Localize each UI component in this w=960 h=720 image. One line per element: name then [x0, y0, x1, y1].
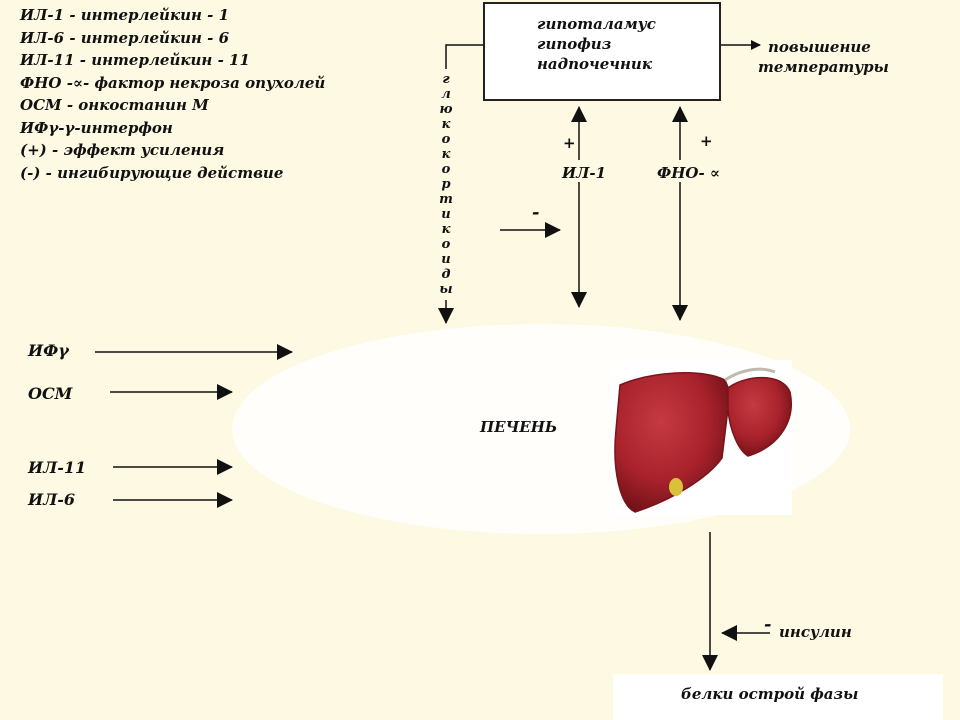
liver-label: ПЕЧЕНЬ	[480, 418, 558, 436]
gluco-letter: р	[441, 177, 451, 192]
box-line-pituitary: гипофиз	[537, 35, 612, 53]
input-label-il11: ИЛ-11	[28, 458, 87, 477]
gluco-connector	[445, 44, 483, 69]
legend-item-ifg: ИФγ-γ-интерфон	[20, 118, 173, 137]
gluco-letter: т	[439, 192, 453, 207]
gluco-letter: и	[441, 252, 451, 267]
gluco-letter: о	[441, 162, 451, 177]
gluco-letter: о	[441, 237, 451, 252]
gluco-letter: г	[442, 72, 450, 87]
il1-label: ИЛ-1	[562, 164, 607, 182]
plus-sign-tnf: +	[700, 132, 713, 150]
legend-item-tnf: ФНО -∝- фактор некроза опухолей	[20, 73, 326, 92]
insulin-label: инсулин	[779, 623, 852, 641]
input-label-osm: ОСМ	[28, 384, 73, 403]
legend-item-il11: ИЛ-11 - интерлейкин - 11	[20, 51, 250, 69]
gluco-letter: ю	[439, 102, 453, 117]
plus-sign-il1: +	[563, 134, 576, 152]
gluco-letter: и	[441, 207, 451, 222]
liver-ligament	[724, 367, 776, 382]
legend-item-plus: (+) - эффект усиления	[20, 141, 225, 159]
legend-item-minus: (-) - ингибирующие действие	[20, 163, 284, 182]
legend: ИЛ-1 - интерлейкин - 1 ИЛ-6 - интерлейки…	[20, 4, 325, 184]
gluco-letter: о	[441, 132, 451, 147]
legend-item-il1: ИЛ-1 - интерлейкин - 1	[20, 6, 230, 24]
legend-item-osm: ОСМ - онкостанин М	[20, 96, 209, 114]
gluco-letter: к	[441, 147, 451, 162]
output-label: белки острой фазы	[681, 685, 859, 703]
gluco-letter: д	[441, 267, 451, 282]
gluco-letter: л	[441, 87, 451, 102]
hypothalamus-box: гипоталамус гипофиз надпочечник	[483, 2, 721, 101]
box-line-adrenal: надпочечник	[537, 55, 652, 73]
gluco-letter: к	[441, 117, 451, 132]
gluco-letter: к	[441, 222, 451, 237]
liver-right-lobe	[614, 372, 731, 513]
legend-item-il6: ИЛ-6 - интерлейкин - 6	[20, 28, 230, 47]
output-box	[613, 674, 943, 720]
liver-left-lobe	[727, 376, 792, 457]
liver-image	[612, 360, 792, 515]
minus-sign-gluco: -	[532, 202, 540, 223]
gluco-letter: ы	[439, 282, 453, 297]
temperature-label-line2: температуры	[758, 58, 889, 76]
glucocorticoids-label: г л ю к о к о р т и к о и д ы	[436, 72, 456, 297]
input-label-il6: ИЛ-6	[28, 490, 76, 509]
minus-sign-insulin: -	[764, 614, 772, 635]
tnf-label: ФНО- ∝	[657, 164, 720, 182]
gallbladder	[669, 478, 683, 496]
box-line-hypothalamus: гипоталамус	[537, 15, 656, 33]
input-label-ifg: ИФγ	[28, 341, 69, 360]
temperature-label-line1: повышение	[768, 38, 871, 56]
